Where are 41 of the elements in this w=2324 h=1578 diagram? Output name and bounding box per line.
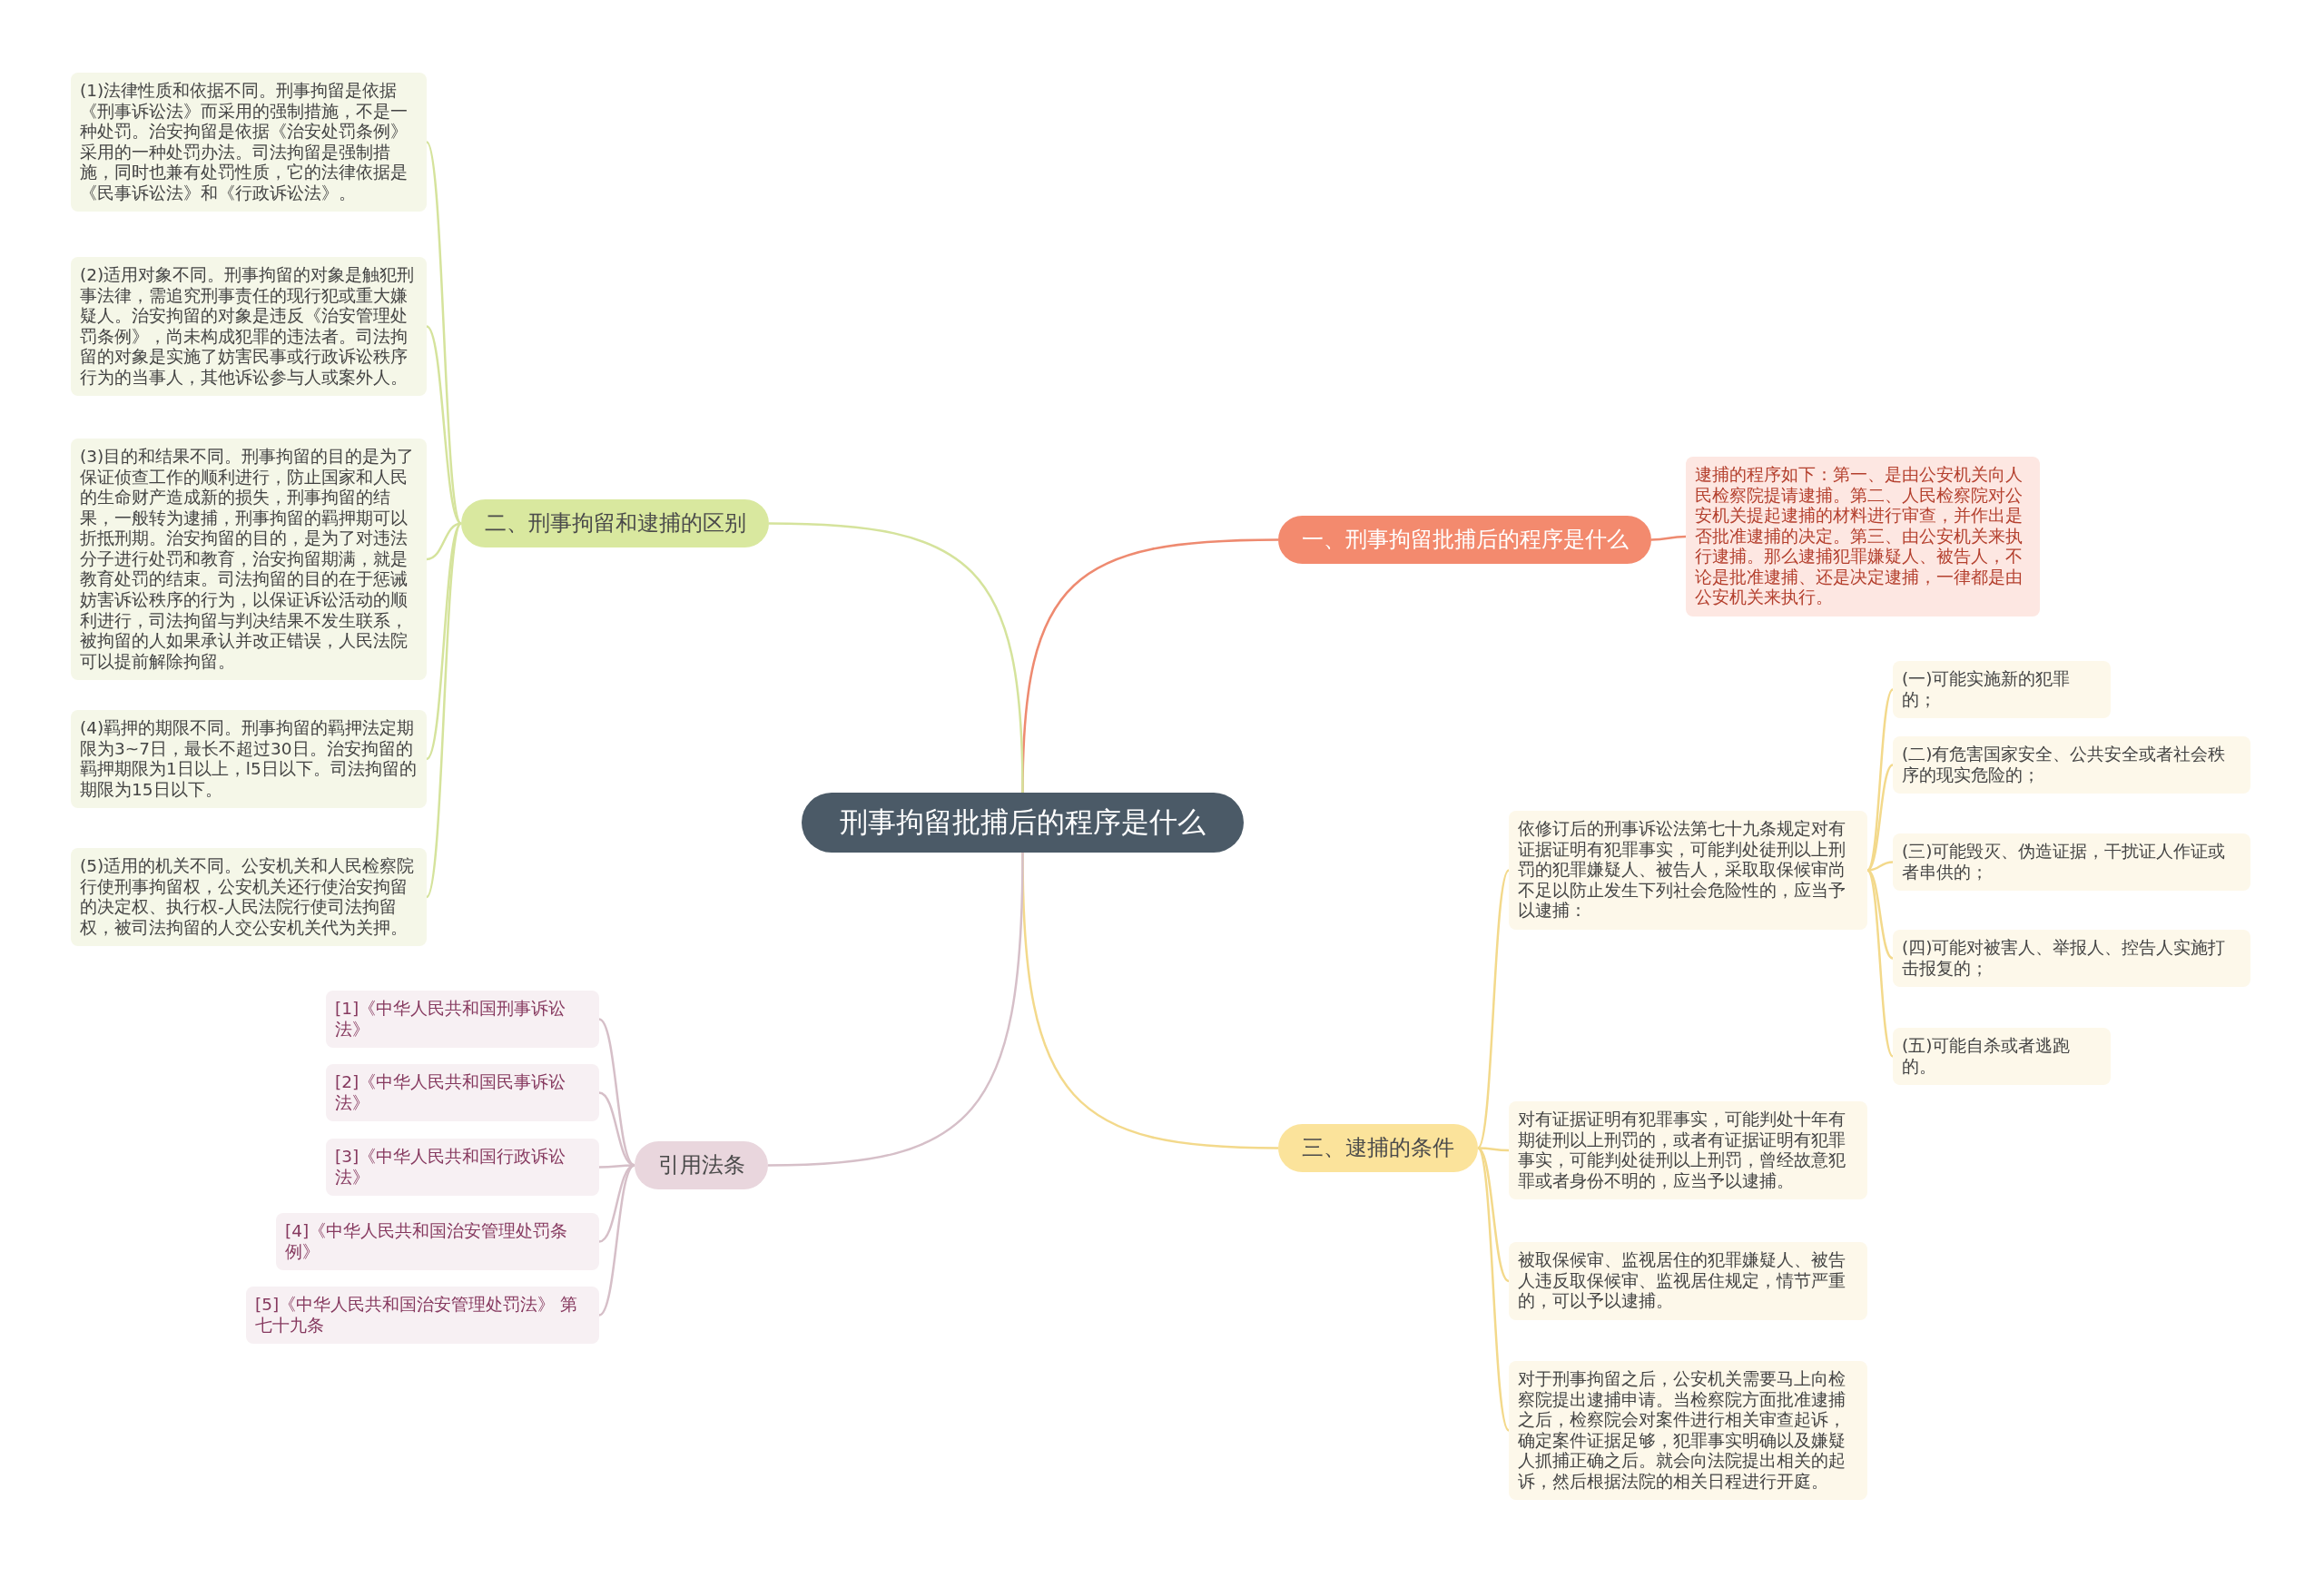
central-topic: 刑事拘留批捕后的程序是什么 [802,793,1244,853]
reference-box: [2]《中华人民共和国民事诉讼法》 [326,1064,599,1122]
connector-line [1476,1147,1511,1432]
note-box: (3)目的和结果不同。刑事拘留的目的是为了保证侦查工作的顺利进行，防止国家和人民的生命财产造成新的损失，刑事拘留的结果，一般转为逮捕，刑事拘留的羁押期可以折抵刑期。治安拘留的目的，是为了对违法分子进行处罚和教育，治安拘留期满，就是教育处罚的结束。司法拘留的目的在于惩诫妨害诉讼秩序的行为，以保证诉讼活动的顺利进行，司法拘留与判决结果不发生联系，被拘留的人如果承认并改正错误，人民法院可以提前解除拘留。 [71,439,427,681]
note-box: 对于刑事拘留之后，公安机关需要马上向检察院提出逮捕申请。当检察院方面批准逮捕之后，检察院会对案件进行相关审查起诉，确定案件证据足够，犯罪事实明确以及嫌疑人抓捕正确之后。就会向法院提出相关的起诉，然后根据法院的相关日程进行开庭。 [1509,1361,1867,1501]
branch-topic: 一、刑事拘留批捕后的程序是什么 [1278,516,1651,565]
connector-line [425,522,463,898]
note-box: (三)可能毁灭、伪造证据，干扰证人作证或者串供的； [1893,833,2250,892]
reference-box: [4]《中华人民共和国治安管理处罚条例》 [276,1213,599,1271]
connector-line [1866,869,1894,1058]
connector-line [768,522,1024,794]
note-box: (2)适用对象不同。刑事拘留的对象是触犯刑事法律，需追究刑事责任的现行犯或重大嫌疑人。治安拘留的对象是违反《治安管理处罚条例》，尚未构成犯罪的违法者。司法拘留的对象是实施了妨害民事或行政诉讼秩序行为的当事人，其他诉讼参与人或案外人。 [71,257,427,397]
connector-line [426,522,462,561]
connector-line [425,141,463,525]
note-box: 逮捕的程序如下：第一、是由公安机关向人民检察院提请逮捕。第二、人民检察院对公安机关提起逮捕的材料进行审查，并作出是否批准逮捕的决定。第三、由公安机关来执行逮捕。那么逮捕犯罪嫌疑人、被告人，不论是批准逮捕、还是决定逮捕，一律都是由公安机关来执行。 [1686,457,2040,616]
note-box: (5)适用的机关不同。公安机关和人民检察院行使刑事拘留权，公安机关还行使治安拘留的决定权、执行权-人民法院行使司法拘留权，被司法拘留的人交公安机关代为关押。 [71,848,427,947]
note-box: 被取保候审、监视居住的犯罪嫌疑人、被告人违反取保候审、监视居住规定，情节严重的，可以予以逮捕。 [1509,1242,1867,1320]
connector-line [767,852,1024,1167]
note-box: (一)可能实施新的犯罪的； [1893,661,2111,719]
note-box: (4)羁押的期限不同。刑事拘留的羁押法定期限为3~7日，最长不超过30日。治安拘留的羁押期限为1日以上，l5日以下。司法拘留的期限为15日以下。 [71,710,427,809]
reference-box: [1]《中华人民共和国刑事诉讼法》 [326,991,599,1049]
connector-line [1650,535,1687,541]
connector-line [426,325,462,525]
note-box: (二)有危害国家安全、公共安全或者社会秩序的现实危险的； [1893,736,2250,794]
connector-line [1477,1147,1510,1282]
connector-line [1476,869,1511,1149]
branch-topic: 二、刑事拘留和逮捕的区别 [461,499,769,548]
note-box: (1)法律性质和依据不同。刑事拘留是依据《刑事诉讼法》而采用的强制措施，不是一种处罚。治安拘留是依据《治安处罚条例》采用的一种处罚办法。司法拘留是强制措施，同时也兼有处罚性质，它的法律依据是《民事诉讼法》和《行政诉讼法》。 [71,73,427,212]
branch-topic: 引用法条 [635,1141,768,1190]
note-box: (五)可能自杀或者逃跑的。 [1893,1028,2111,1086]
connector-line [1478,1147,1509,1152]
note-box: 对有证据证明有犯罪事实，可能判处十年有期徒刑以上刑罚的，或者有证据证明有犯罪事实，可能判处徒刑以上刑罚，曾经故意犯罪或者身份不明的，应当予以逮捕。 [1509,1101,1867,1200]
connector-line [598,1164,635,1317]
reference-box: [3]《中华人民共和国行政诉讼法》 [326,1139,599,1197]
connector-line [598,1018,635,1167]
connector-line [1866,861,1894,872]
note-box: 依修订后的刑事诉讼法第七十九条规定对有证据证明有犯罪事实，可能判处徒刑以上刑罚的犯罪嫌疑人、被告人，采取取保候审尚不足以防止发生下列社会危险性的，应当予以逮捕： [1509,811,1867,930]
note-box: (四)可能对被害人、举报人、控告人实施打击报复的； [1893,930,2250,988]
connector-line [1866,869,1894,960]
reference-box: [5]《中华人民共和国治安管理处罚法》 第七十九条 [246,1287,599,1345]
branch-topic: 三、逮捕的条件 [1278,1124,1478,1173]
